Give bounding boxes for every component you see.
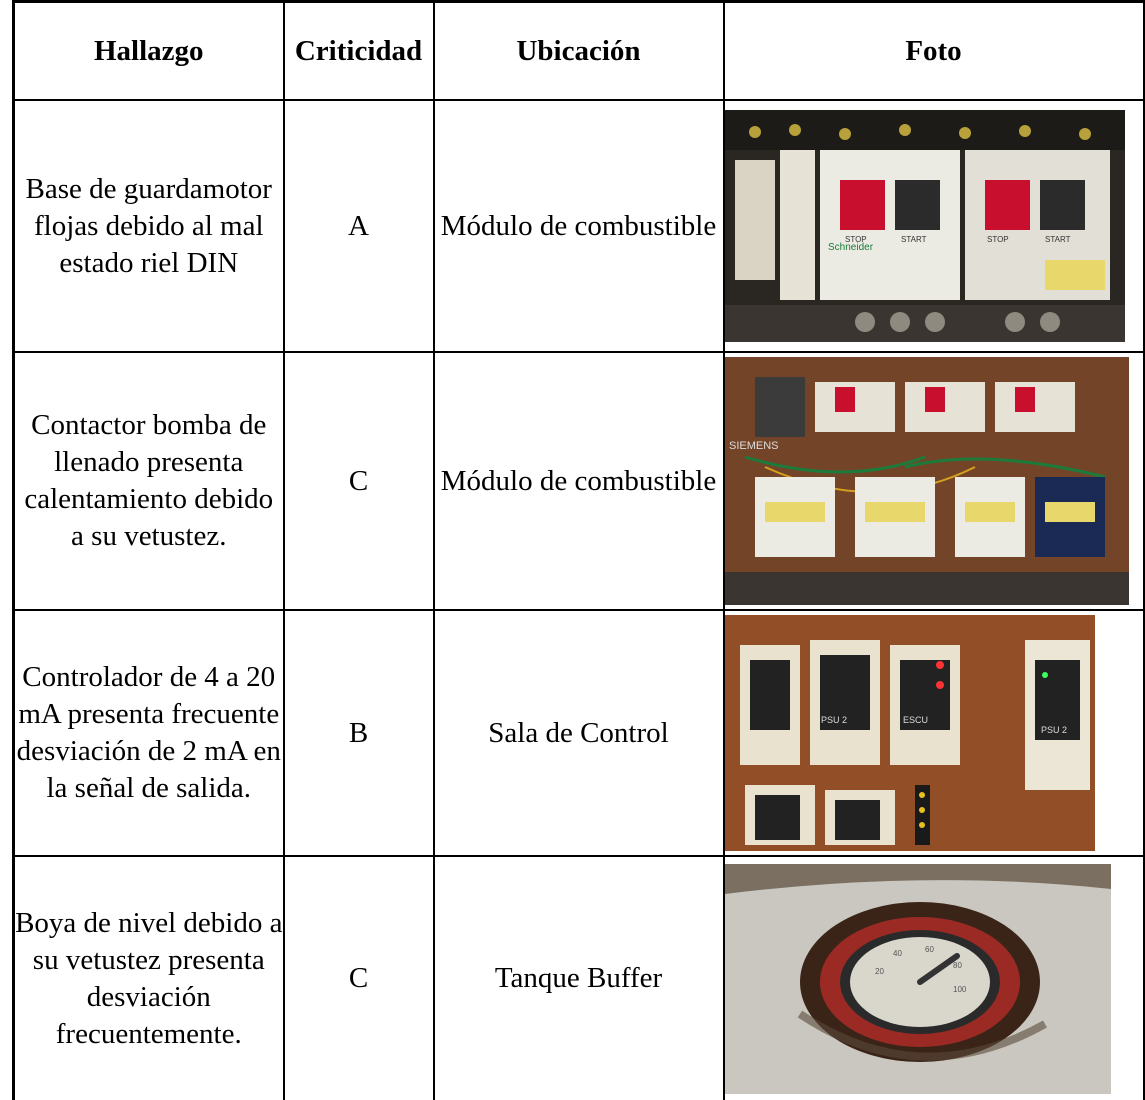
hallazgo-cell: Boya de nivel debido a su vetustez prese… [12, 855, 285, 1100]
ubicacion-cell: Tanque Buffer [432, 855, 725, 1100]
table-row: Controlador de 4 a 20 mA presenta frecue… [12, 609, 1145, 857]
svg-text:60: 60 [925, 945, 934, 954]
ubicacion-cell: Módulo de combustible [432, 99, 725, 353]
hallazgo-cell: Base de guardamotor flojas debido al mal… [12, 99, 285, 353]
svg-text:START: START [901, 235, 927, 244]
svg-text:20: 20 [875, 967, 884, 976]
header-criticidad: Criticidad [282, 0, 435, 101]
header-ubicacion: Ubicación [432, 0, 725, 101]
header-row: Hallazgo Criticidad Ubicación Foto [12, 0, 1145, 101]
svg-text:100: 100 [953, 985, 967, 994]
table-row: Contactor bomba de llenado presenta cale… [12, 351, 1145, 611]
svg-text:ESCU: ESCU [903, 715, 928, 725]
photo-guardamotor: Schneider STOP START STOP START [724, 110, 1143, 342]
criticidad-cell: C [282, 855, 435, 1100]
criticidad-cell: A [282, 99, 435, 353]
hallazgo-cell: Contactor bomba de llenado presenta cale… [12, 351, 285, 611]
hallazgo-cell: Controlador de 4 a 20 mA presenta frecue… [12, 609, 285, 857]
svg-text:PSU 2: PSU 2 [1041, 725, 1067, 735]
foto-cell: SIEMENS [722, 351, 1145, 611]
table-row: Base de guardamotor flojas debido al mal… [12, 99, 1145, 353]
svg-text:SIEMENS: SIEMENS [729, 440, 779, 452]
foto-cell: 20 40 60 80 100 [722, 855, 1145, 1100]
foto-cell: PSU 2 ESCU PSU 2 [722, 609, 1145, 857]
ubicacion-cell: Sala de Control [432, 609, 725, 857]
svg-text:STOP: STOP [845, 235, 867, 244]
svg-text:40: 40 [893, 949, 902, 958]
svg-text:START: START [1045, 235, 1071, 244]
svg-text:PSU 2: PSU 2 [821, 715, 847, 725]
header-foto: Foto [722, 0, 1145, 101]
findings-table: Hallazgo Criticidad Ubicación Foto Base … [12, 0, 1145, 1100]
ubicacion-cell: Módulo de combustible [432, 351, 725, 611]
photo-level-gauge: 20 40 60 80 100 [724, 863, 1143, 1094]
svg-text:Schneider: Schneider [828, 242, 874, 253]
table-row: Boya de nivel debido a su vetustez prese… [12, 855, 1145, 1100]
svg-text:STOP: STOP [987, 235, 1009, 244]
photo-contactor: SIEMENS [724, 357, 1143, 605]
criticidad-cell: C [282, 351, 435, 611]
criticidad-cell: B [282, 609, 435, 857]
foto-cell: Schneider STOP START STOP START [722, 99, 1145, 353]
photo-controller: PSU 2 ESCU PSU 2 [724, 615, 1143, 851]
svg-text:80: 80 [953, 961, 962, 970]
header-hallazgo: Hallazgo [12, 0, 285, 101]
